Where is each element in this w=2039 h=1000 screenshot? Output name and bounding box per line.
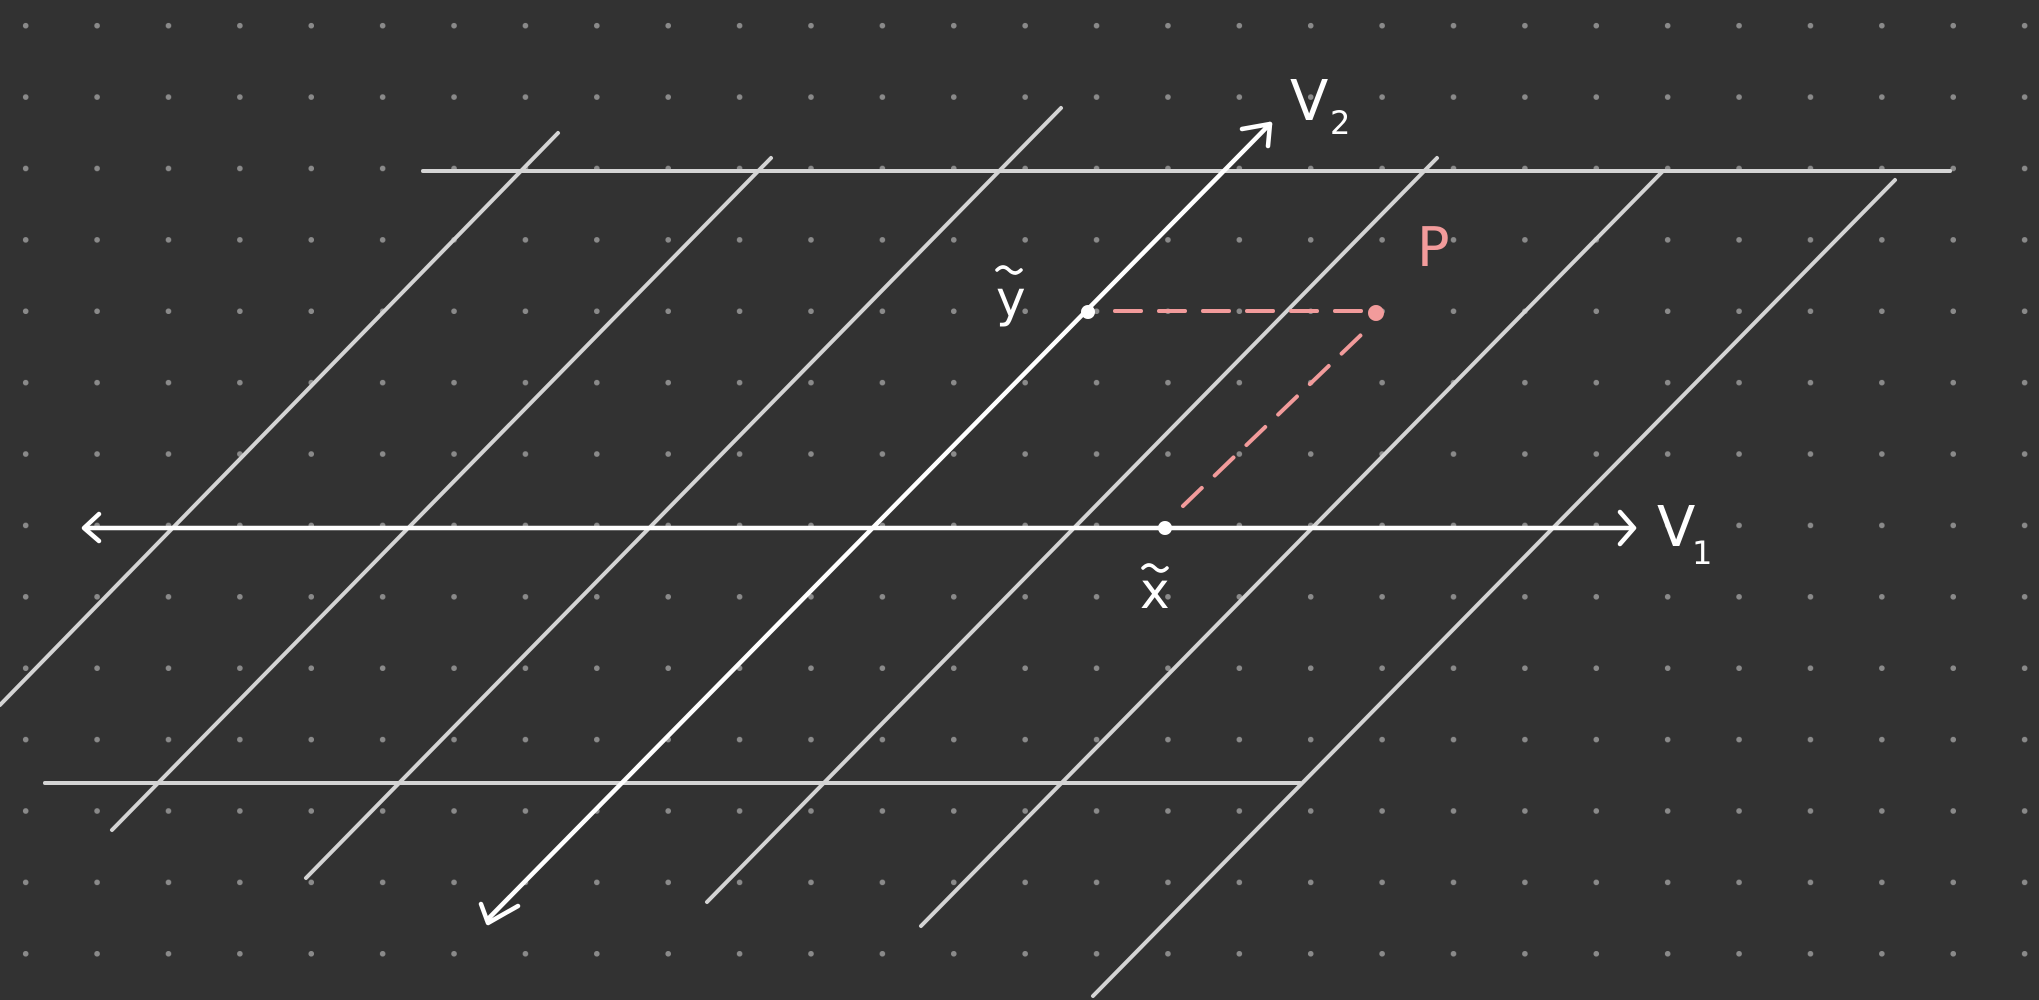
v2-arrowhead-down — [478, 901, 521, 926]
label-p: P — [1417, 216, 1450, 279]
grid-line-diagonal-6 — [1091, 178, 1897, 998]
svg-text:x: x — [1140, 562, 1170, 620]
v1-axis — [81, 509, 1637, 547]
v2-axis — [478, 121, 1273, 926]
grid-line-diagonal-1 — [0, 131, 560, 707]
point-y-tilde — [1081, 305, 1095, 319]
v2-arrowhead-up — [1239, 121, 1273, 149]
svg-text:1: 1 — [1692, 534, 1712, 572]
v1-arrowhead-left — [81, 511, 102, 544]
label-x-tilde: x — [1140, 562, 1170, 620]
grid-line-diagonal-3 — [304, 106, 1063, 880]
grid-line-diagonal-5 — [919, 170, 1664, 928]
grid-line-diagonal-2 — [110, 156, 773, 832]
svg-text:2: 2 — [1330, 104, 1350, 142]
v1-arrowhead-right — [1617, 509, 1637, 547]
projection-to-v1 — [1181, 332, 1364, 508]
svg-text:V: V — [1290, 69, 1328, 134]
svg-text:V: V — [1657, 495, 1695, 560]
tilde-mark-y — [995, 265, 1023, 275]
point-x-tilde — [1158, 521, 1172, 535]
label-y-tilde: y — [995, 265, 1026, 328]
label-v2: V 2 — [1290, 69, 1350, 142]
label-v1: V 1 — [1657, 495, 1712, 572]
tilde-mark-x — [1141, 563, 1169, 573]
svg-text:y: y — [996, 270, 1026, 328]
point-p — [1368, 305, 1384, 321]
